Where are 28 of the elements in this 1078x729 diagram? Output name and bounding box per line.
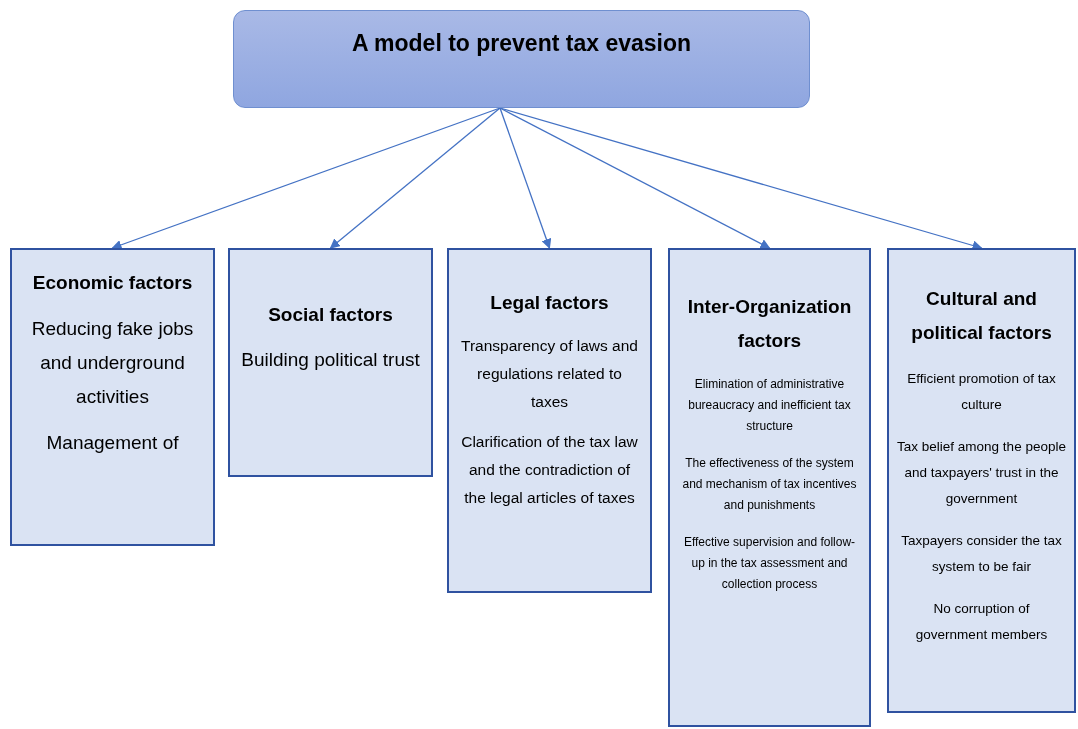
factor-item: No corruption of government members [914, 600, 1049, 644]
factor-item: Clarification of the tax law and the contradiction of the legal articles of taxes [460, 432, 639, 508]
factor-heading: Legal factors [490, 291, 609, 315]
factor-item: Management of [46, 431, 179, 455]
factor-box [10, 248, 215, 546]
factor-box [228, 248, 433, 477]
factor-heading: Cultural and political factors [910, 287, 1053, 345]
factor-item: Building political trust [241, 348, 420, 372]
factor-item: The effectiveness of the system and mechanism of tax incentives and punishments [681, 455, 858, 514]
factor-item: Reducing fake jobs and underground activities [30, 317, 195, 409]
factor-item: Elimination of administrative bureaucracy and inefficient tax structure [687, 376, 852, 435]
arrow [499, 107, 771, 249]
arrow [111, 107, 501, 250]
factor-heading: Social factors [268, 303, 393, 327]
title-box [233, 10, 810, 108]
arrow [329, 107, 501, 249]
factor-box [668, 248, 871, 727]
factor-item: Effective supervision and follow-up in the tax assessment and collection process [682, 534, 857, 593]
arrow [499, 107, 552, 249]
factor-item: Tax belief among the people and taxpayers' trust in the government [897, 438, 1066, 508]
factor-box [447, 248, 652, 593]
factor-box [887, 248, 1076, 713]
factor-item: Efficient promotion of tax culture [906, 370, 1057, 414]
factor-item: Taxpayers consider the tax system to be fair [900, 532, 1063, 576]
title-text: A model to prevent tax evasion [351, 28, 692, 58]
factor-heading: Inter-Organization factors [686, 295, 853, 353]
factor-item: Transparency of laws and regulations related to taxes [460, 336, 639, 412]
factor-heading: Economic factors [32, 271, 193, 295]
